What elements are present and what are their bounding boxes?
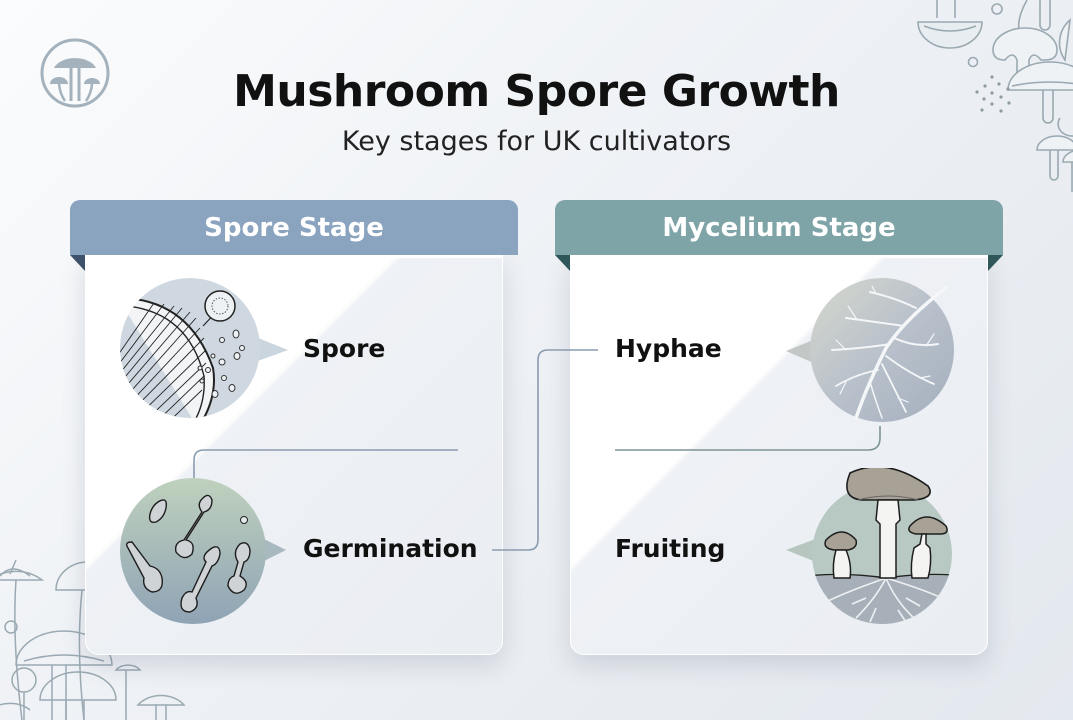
spore-release-gill-icon — [118, 278, 290, 418]
ribbon-fold-left — [70, 255, 85, 271]
fruiting-mushrooms-icon — [786, 466, 958, 626]
germinating-spores-icon — [118, 478, 290, 626]
stage-label-fruiting: Fruiting — [615, 534, 726, 563]
ribbon-fold-left — [555, 255, 570, 271]
mycelium-stage-header: Mycelium Stage — [555, 200, 1003, 255]
spore-stage-panel: Spore Stage — [70, 200, 518, 655]
spore-stage-title: Spore Stage — [204, 212, 384, 243]
page-title: Mushroom Spore Growth — [233, 66, 840, 117]
stage-label-hyphae: Hyphae — [615, 334, 722, 363]
mycelium-stage-panel: Mycelium Stage — [555, 200, 1003, 655]
mycelium-stage-title: Mycelium Stage — [662, 212, 896, 243]
stage-label-germination: Germination — [303, 534, 478, 563]
spore-stage-header: Spore Stage — [70, 200, 518, 255]
branching-hyphae-icon — [786, 278, 958, 426]
page-subtitle: Key stages for UK cultivators — [341, 126, 732, 157]
stage-label-spore: Spore — [303, 334, 386, 363]
mushroom-circle-logo-icon — [40, 38, 110, 108]
ribbon-fold-right — [988, 255, 1003, 271]
mushroom-doodles-top-right — [900, 0, 1073, 200]
